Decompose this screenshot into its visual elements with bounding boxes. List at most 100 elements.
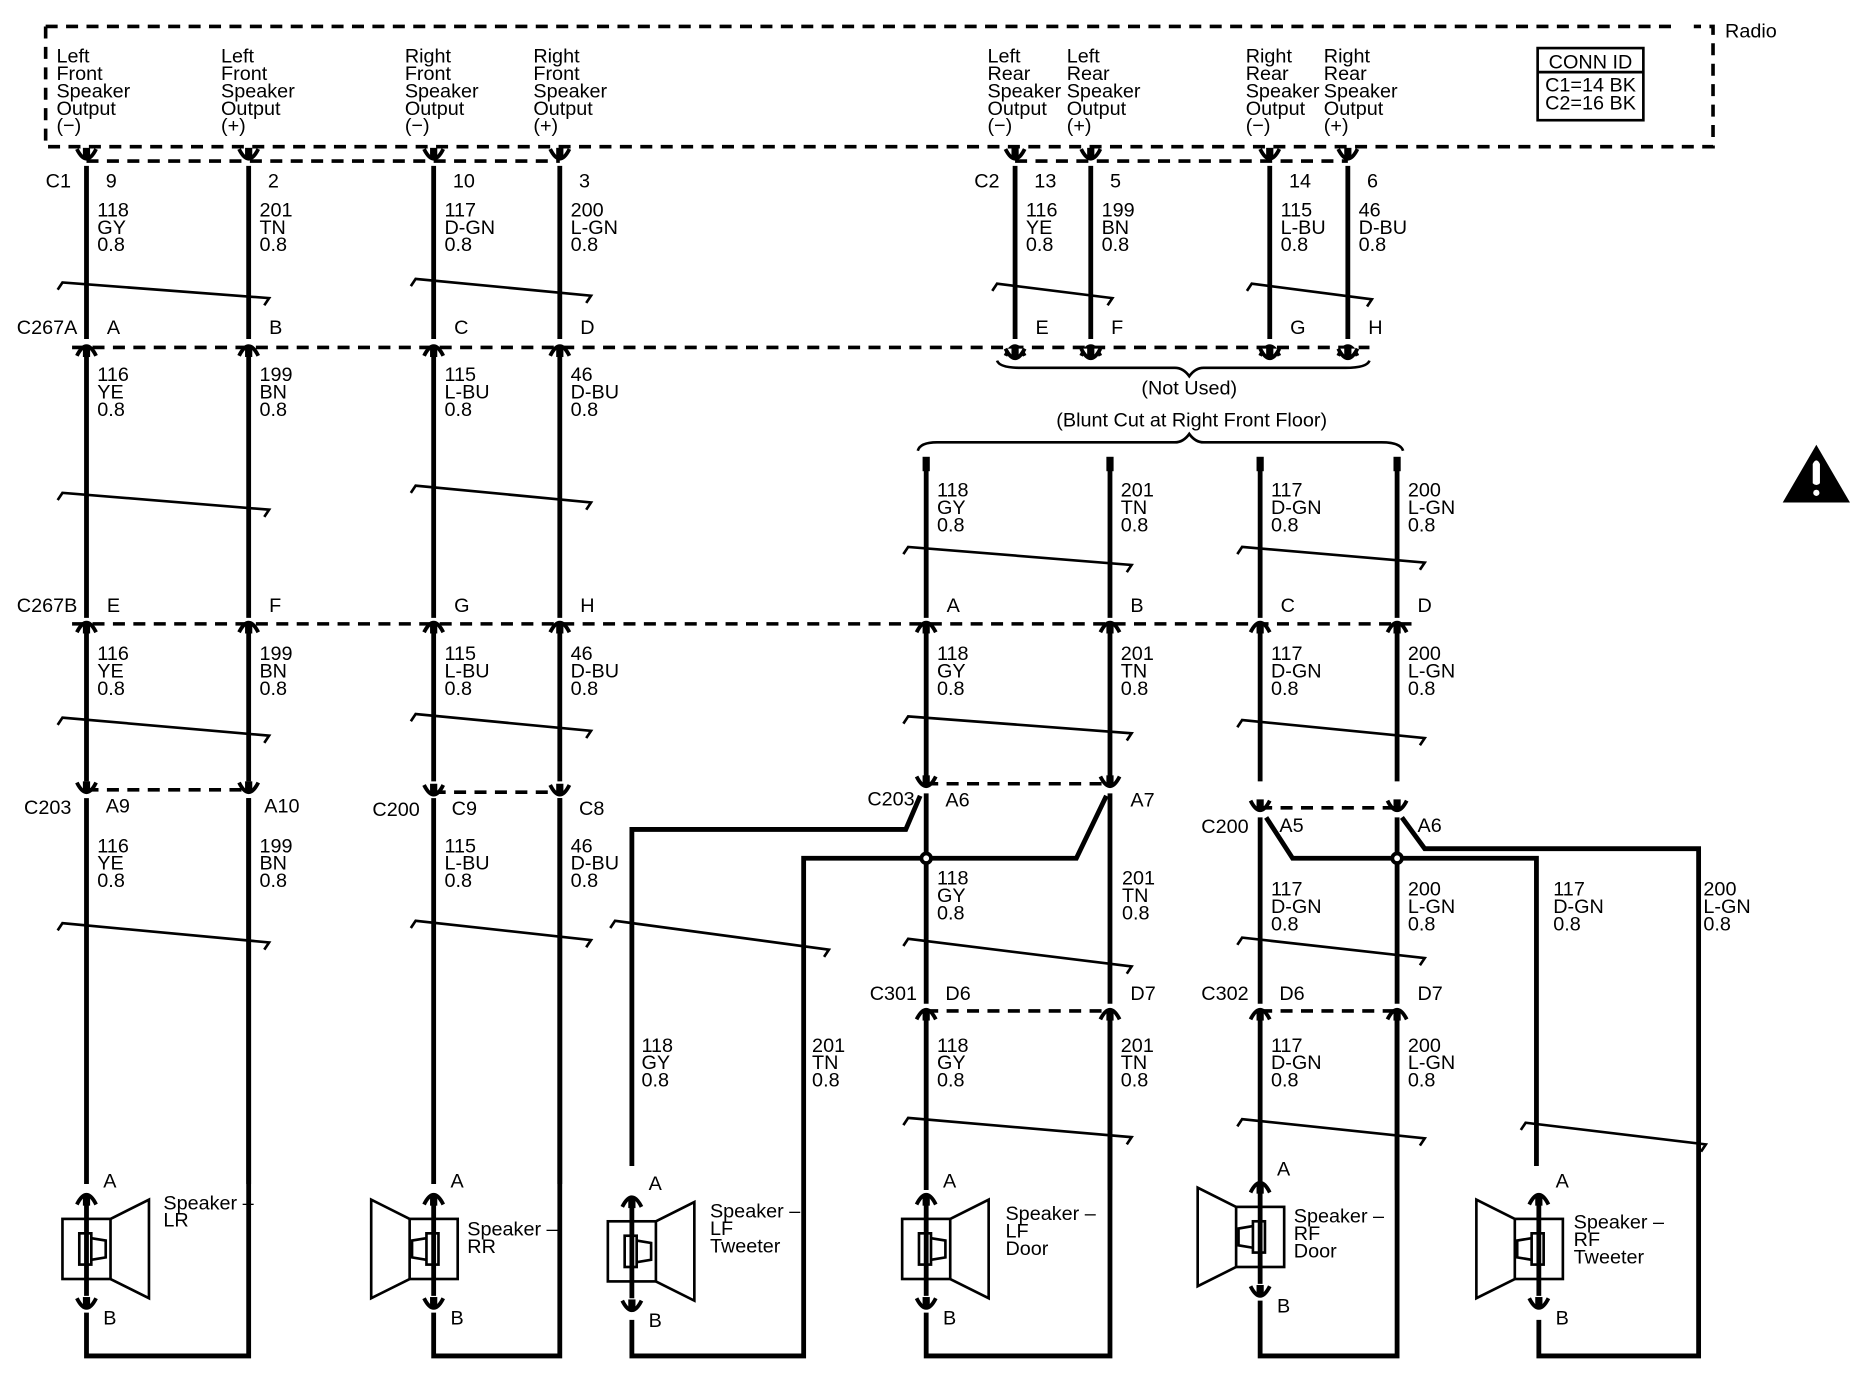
speaker-lr-pin-b-pin xyxy=(82,1297,91,1308)
inline-pin-label: A9 xyxy=(106,796,130,818)
speaker-lr xyxy=(61,1197,151,1301)
wire-label: 0.8 xyxy=(812,1070,840,1092)
blunt-cut-end xyxy=(1106,456,1114,472)
radio-pin-number: 10 xyxy=(453,171,475,193)
radio-pin-label: Output xyxy=(533,98,593,120)
c267b-pin-pin xyxy=(922,622,930,634)
wire-label: D-GN xyxy=(1553,896,1604,918)
c267b-pin-letter: D xyxy=(1418,595,1432,617)
radio-pin-label: Output xyxy=(987,98,1047,120)
inline-pin-label: A6 xyxy=(945,790,969,812)
not-used-label: (Not Used) xyxy=(1141,377,1237,399)
wire-label: 117 xyxy=(1553,879,1585,901)
radio-pin-label: Output xyxy=(1324,98,1384,120)
radio-pin-label: Front xyxy=(405,63,452,85)
blunt-cut-end xyxy=(1256,456,1264,472)
wire-label: 200 xyxy=(1703,879,1736,901)
rr-return-loop xyxy=(431,798,563,1359)
wire-label: BN xyxy=(1102,217,1130,239)
twisted-pair-marker xyxy=(609,919,832,958)
twisted-pair-marker xyxy=(1236,936,1428,966)
wire-label: 0.8 xyxy=(1271,514,1299,536)
wire-label: 0.8 xyxy=(1408,1070,1436,1092)
radio-pin-label: (−) xyxy=(405,115,430,137)
radio-pin-label: Speaker xyxy=(1246,80,1320,102)
radio-pin-label: Speaker xyxy=(1067,80,1141,102)
wire-label: 0.8 xyxy=(1359,234,1387,256)
wire-label: 200 xyxy=(1408,479,1441,501)
c267a-unused-pin-pin xyxy=(1344,347,1352,359)
speaker-lf-door-pin-b-pin xyxy=(922,1297,930,1308)
wire-label: 0.8 xyxy=(97,399,125,421)
speaker-label: Speaker – xyxy=(1294,1206,1385,1228)
radio-pin-label: Output xyxy=(56,98,116,120)
wire-label: 199 xyxy=(259,643,292,665)
wire-label: 0.8 xyxy=(259,234,287,256)
inline-pin-pin xyxy=(430,783,438,795)
wire-label: 0.8 xyxy=(444,234,472,256)
wire-label: 0.8 xyxy=(97,234,125,256)
radio-pin-label: (+) xyxy=(1324,115,1349,137)
wire-label: TN xyxy=(1121,497,1147,519)
twisted-pair-marker xyxy=(1236,545,1428,571)
door-pin-label: D6 xyxy=(945,983,970,1005)
twisted-pair-marker xyxy=(1236,1117,1428,1147)
wire-label: 200 xyxy=(1408,1035,1441,1057)
wire-label: 0.8 xyxy=(1703,913,1731,935)
wire-label: GY xyxy=(937,1052,966,1074)
twisted-pair-marker xyxy=(409,484,594,511)
c267b-name: C267B xyxy=(17,595,78,617)
wire-label: D-BU xyxy=(1359,217,1407,239)
radio-pin-label: (+) xyxy=(221,115,246,137)
wire-label: 46 xyxy=(571,364,593,386)
wire-label: 201 xyxy=(812,1035,845,1057)
wire-label: TN xyxy=(812,1052,838,1074)
inline-pin-label: C8 xyxy=(579,798,604,820)
wire-label: D-GN xyxy=(1271,497,1322,519)
c267a-unused-pin-pin xyxy=(1087,347,1095,359)
blunt-cut-end xyxy=(922,456,930,472)
speaker-rr xyxy=(369,1197,460,1301)
radio-pin-label: Right xyxy=(533,46,580,68)
twisted-pair-marker xyxy=(991,282,1115,307)
wire-label: 201 xyxy=(1121,643,1154,665)
wire-label: TN xyxy=(1121,660,1147,682)
radio-pin-label: (+) xyxy=(533,115,558,137)
speaker-magnet xyxy=(1515,1236,1532,1262)
c267a-pin-letter: E xyxy=(1036,317,1049,339)
blunt-cut-end xyxy=(1393,456,1401,472)
radio-pin-number: 3 xyxy=(579,171,590,193)
wire-label: 201 xyxy=(1121,479,1154,501)
speaker-label: RR xyxy=(467,1236,496,1258)
twisted-pair-marker xyxy=(902,715,1134,742)
wire-label: D-GN xyxy=(444,217,495,239)
speaker-label: Speaker – xyxy=(1574,1212,1665,1234)
wire-label: 116 xyxy=(97,364,129,386)
speaker-lf-tweeter-pin-b-pin xyxy=(628,1299,636,1311)
wire-label: L-BU xyxy=(444,660,489,682)
wire-label: YE xyxy=(97,660,123,682)
speaker-pin-a: A xyxy=(649,1173,663,1195)
inline-pin-pin xyxy=(1256,799,1264,811)
radio-pin-label: Left xyxy=(221,46,255,68)
door-pin-label: D7 xyxy=(1418,983,1443,1005)
radio-pin-label: Rear xyxy=(1246,63,1289,85)
speaker-label: Door xyxy=(1294,1240,1337,1262)
radio-pin-label: Right xyxy=(1246,46,1293,68)
radio-output-pin xyxy=(1011,147,1019,159)
wire-label: 116 xyxy=(1026,199,1058,221)
speaker-rr-pin-b-pin xyxy=(430,1297,438,1308)
c267b-pin-letter: G xyxy=(454,595,469,617)
radio-output-pin xyxy=(556,147,564,159)
c267b-pin-letter: C xyxy=(1281,595,1295,617)
radio-pin-label: (−) xyxy=(987,115,1012,137)
wire-label: YE xyxy=(1026,217,1052,239)
c267a-pin-letter: G xyxy=(1290,317,1305,339)
speaker-magnet xyxy=(930,1236,947,1262)
inline-connector-name: C203 xyxy=(24,797,71,819)
wire-label: 0.8 xyxy=(1408,913,1436,935)
speaker-label: Tweeter xyxy=(1574,1246,1645,1268)
door-pin-label: D7 xyxy=(1130,983,1155,1005)
radio-output-pin xyxy=(1087,147,1095,159)
twisted-pair-marker xyxy=(56,921,272,951)
